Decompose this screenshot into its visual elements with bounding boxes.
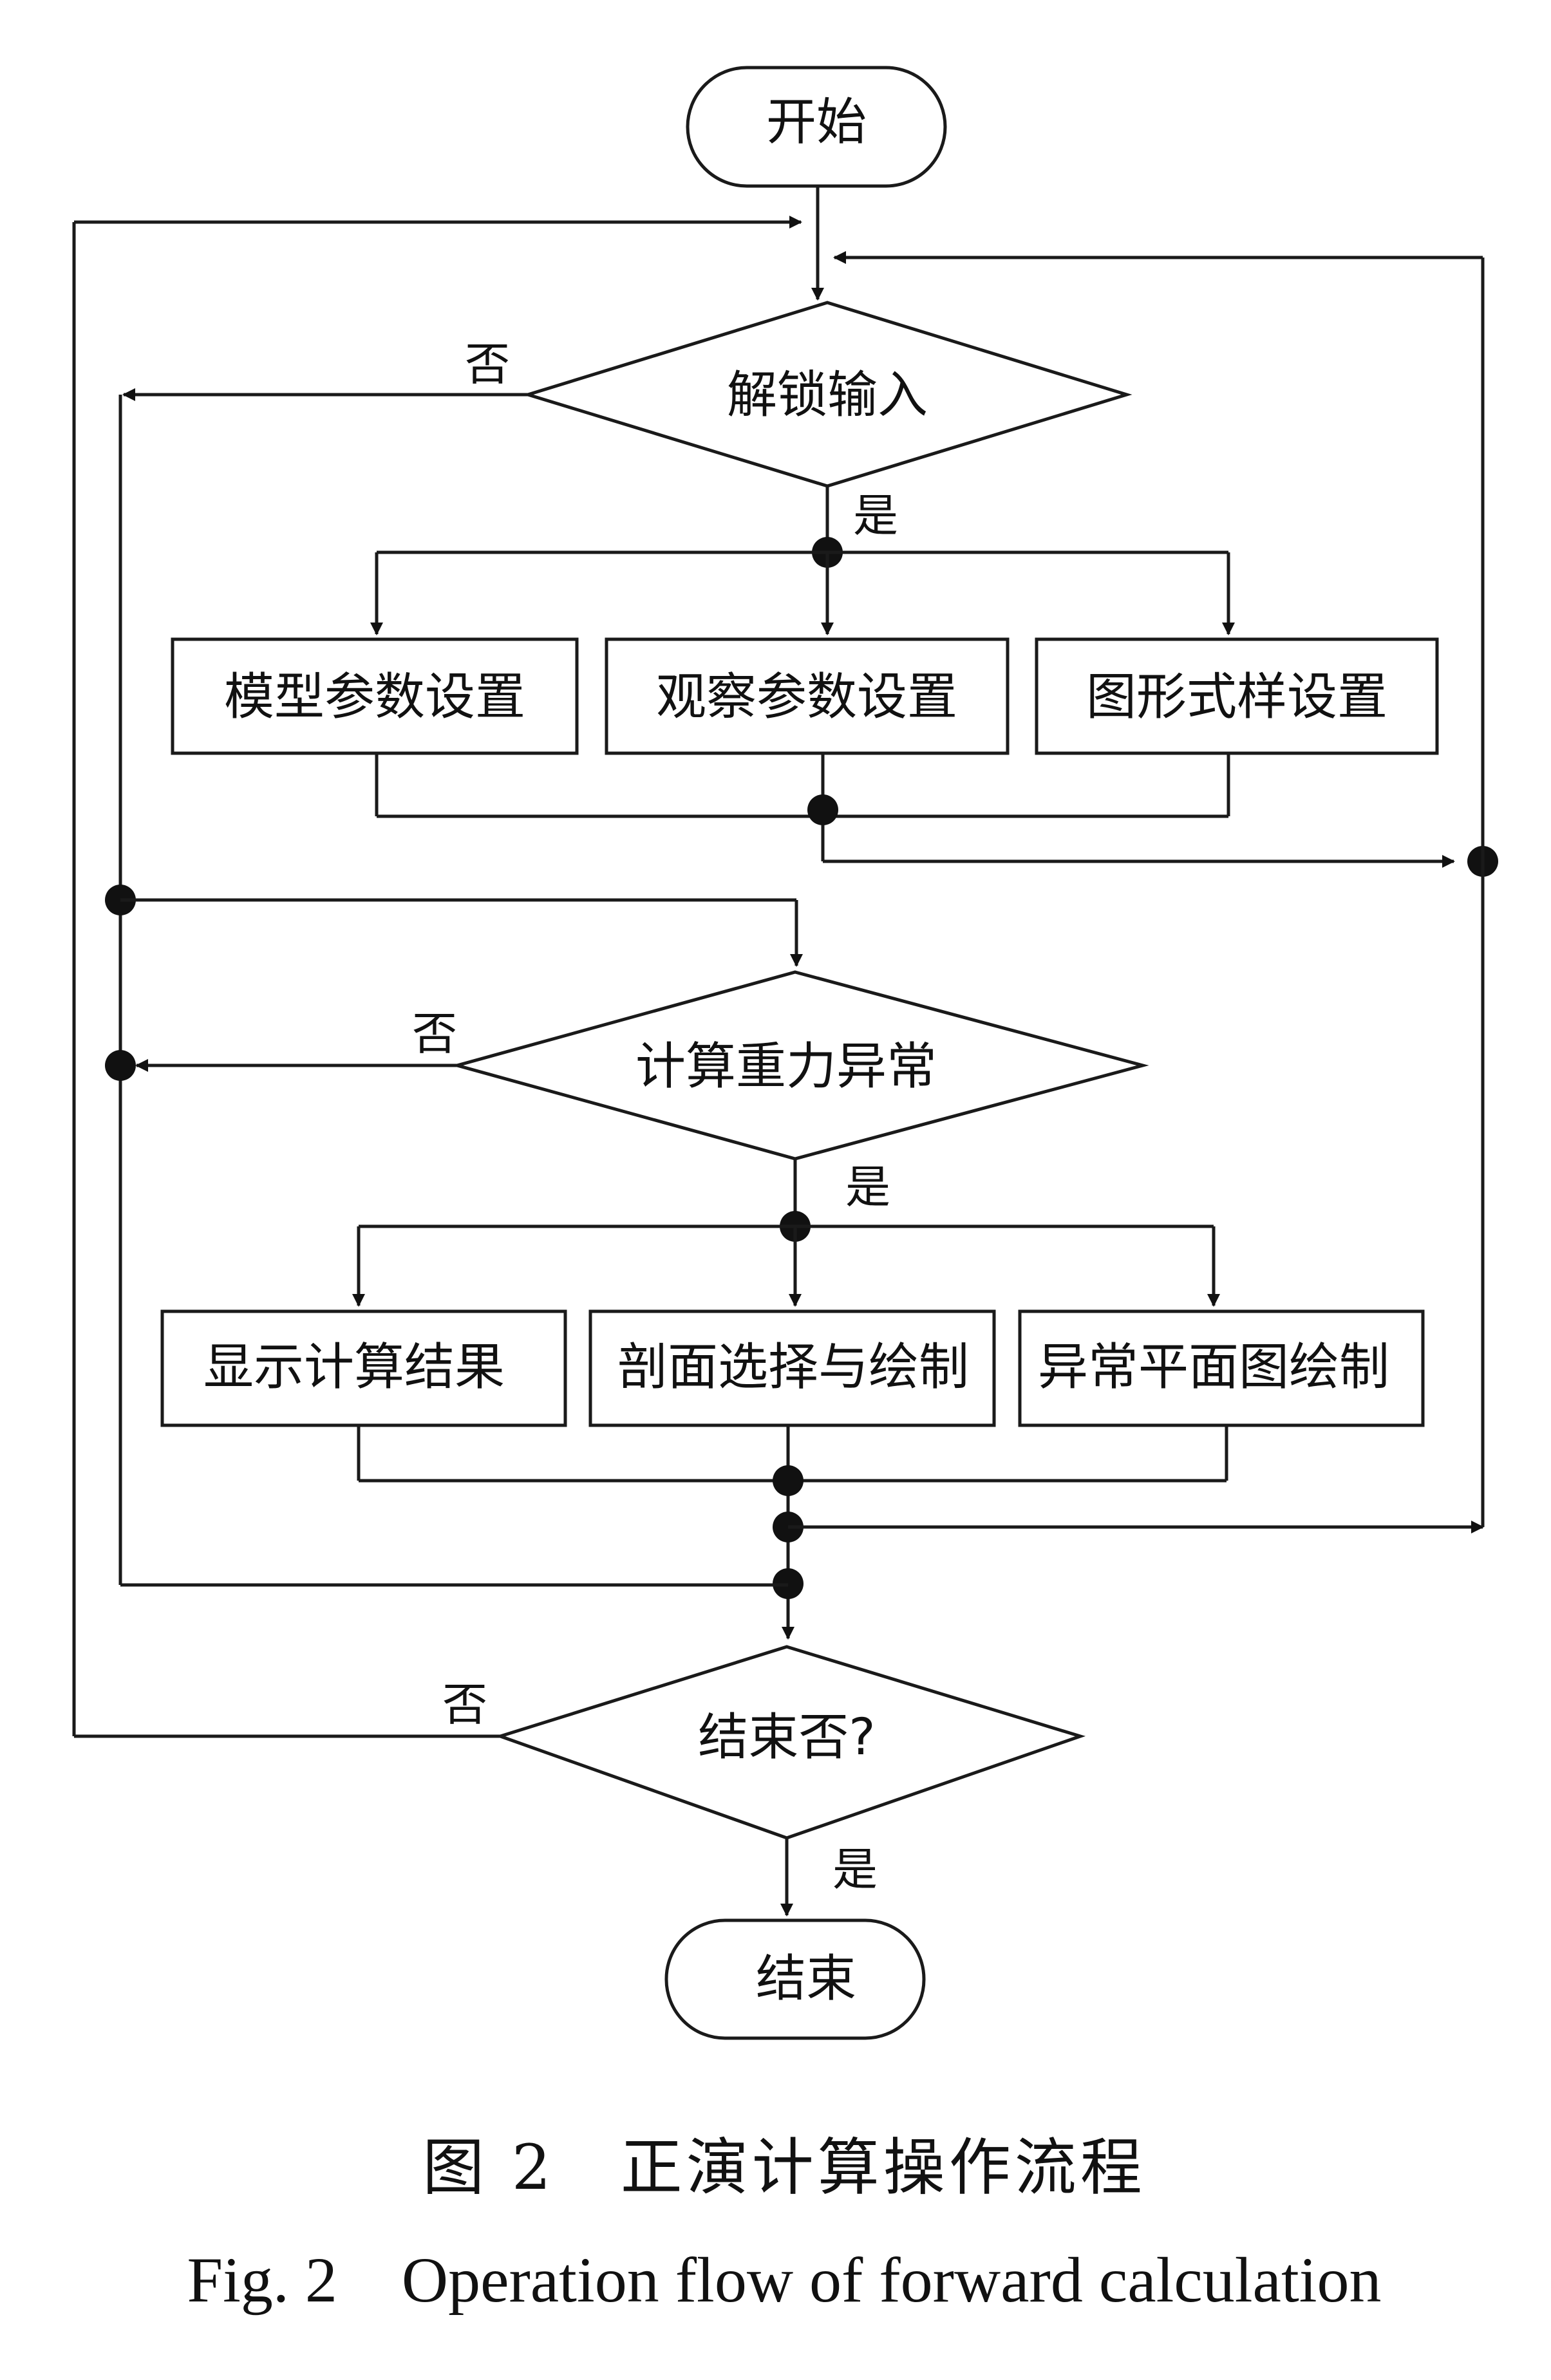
junction-dot	[807, 794, 838, 825]
start-label: 开始	[766, 93, 867, 151]
observe-params-box	[605, 637, 1010, 755]
end-yes-label: 是	[832, 1843, 878, 1896]
graphic-style-label: 图形式样设置	[1086, 668, 1387, 726]
plan-draw-box	[1018, 1309, 1425, 1427]
figure-caption-english: Fig. 2 Operation flow of forward calcula…	[187, 2244, 1381, 2316]
calc-gravity-label: 计算重力异常	[635, 1038, 937, 1096]
graphic-style-box	[1035, 637, 1439, 755]
junction-dot	[773, 1465, 804, 1496]
end-question-label: 结束否?	[698, 1709, 875, 1766]
calc-no-label: 否	[412, 1007, 457, 1060]
show-results-box	[160, 1309, 567, 1427]
profile-draw-box	[588, 1309, 996, 1427]
model-params-label: 模型参数设置	[224, 668, 525, 726]
calc-yes-label: 是	[845, 1161, 890, 1213]
unlock-input-label: 解锁输入	[727, 366, 928, 424]
unlock-yes-label: 是	[853, 489, 898, 542]
observe-params-label: 观察参数设置	[656, 668, 957, 726]
show-results-label: 显示计算结果	[203, 1338, 505, 1396]
end-terminal	[664, 1918, 926, 2040]
figure-caption-chinese: 图 2 正演计算操作流程	[422, 2132, 1146, 2204]
end-label: 结束	[756, 1950, 856, 2008]
plan-draw-label: 异常平面图绘制	[1038, 1338, 1389, 1396]
profile-draw-label: 剖面选择与绘制	[617, 1338, 969, 1396]
junction-dot	[105, 1050, 136, 1081]
unlock-no-label: 否	[465, 338, 510, 391]
model-params-box	[171, 637, 579, 755]
end-no-label: 否	[442, 1678, 487, 1731]
